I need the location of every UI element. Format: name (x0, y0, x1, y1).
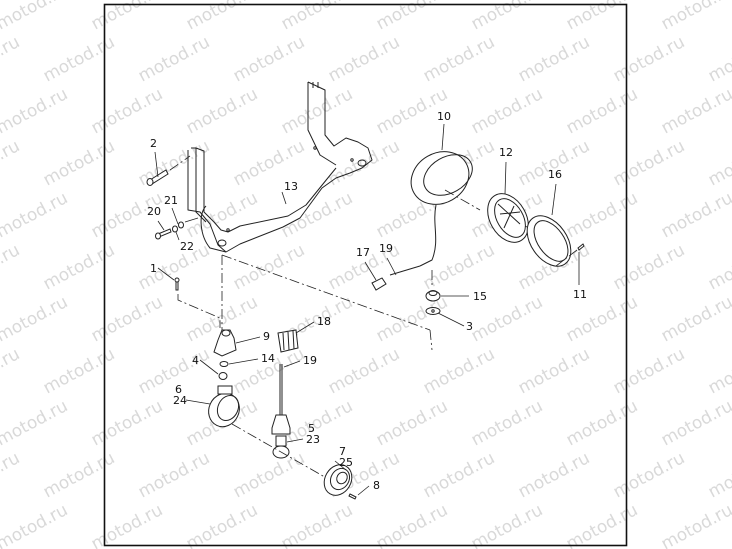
callout-16: 16 (548, 168, 562, 181)
lamp-unit-part-12 (487, 193, 529, 243)
callout-4: 4 (192, 354, 199, 367)
callout-25: 25 (339, 456, 353, 469)
plug-part-17 (371, 277, 387, 291)
clamp-part-9 (213, 329, 237, 357)
bolt-part-2 (146, 169, 169, 186)
callout-12: 12 (499, 146, 513, 159)
callout-17: 17 (356, 246, 370, 259)
callout-9: 9 (263, 330, 270, 343)
leader-lines (154, 123, 580, 496)
callout-1: 1 (150, 262, 157, 275)
connector-part-18 (277, 329, 299, 353)
diagram-frame (103, 3, 628, 547)
callout-19-lower: 19 (303, 354, 317, 367)
washer-part-3 (425, 307, 441, 315)
callout-8: 8 (373, 479, 380, 492)
callout-3: 3 (466, 320, 473, 333)
callout-2: 2 (150, 137, 157, 150)
wire-socket-part-19 (271, 364, 291, 435)
grommet-part-15 (425, 290, 441, 302)
screw-part-11 (577, 243, 585, 251)
nut-part-4 (218, 372, 228, 380)
callout-15: 15 (473, 290, 487, 303)
trim-ring-part-16 (526, 215, 572, 267)
callout-24: 24 (173, 394, 187, 407)
callout-20: 20 (147, 205, 161, 218)
lens-part-7-25 (323, 464, 353, 496)
headlamp-housing-part-10 (410, 151, 473, 267)
callout-22: 22 (180, 240, 194, 253)
washer-part-14 (219, 361, 229, 367)
callout-11: 11 (573, 288, 587, 301)
screw-part-8 (348, 493, 357, 500)
callout-7: 7 (339, 445, 346, 458)
callout-19-upper: 19 (379, 242, 393, 255)
callout-6: 6 (175, 383, 182, 396)
bolt-part-1 (174, 277, 180, 291)
screw-washer-parts-20-21-22 (155, 221, 184, 240)
callout-23: 23 (306, 433, 320, 446)
callout-5: 5 (308, 422, 315, 435)
callout-14: 14 (261, 352, 275, 365)
callout-labels: 1 2 3 4 5 6 7 8 9 10 11 12 13 14 15 16 1… (147, 110, 587, 492)
bracket-part-13 (187, 81, 373, 253)
bulb-part-5-23 (272, 435, 290, 459)
housing-part-6-24 (208, 385, 240, 428)
callout-10: 10 (437, 110, 451, 123)
callout-18: 18 (317, 315, 331, 328)
callout-21: 21 (164, 194, 178, 207)
callout-13: 13 (284, 180, 298, 193)
